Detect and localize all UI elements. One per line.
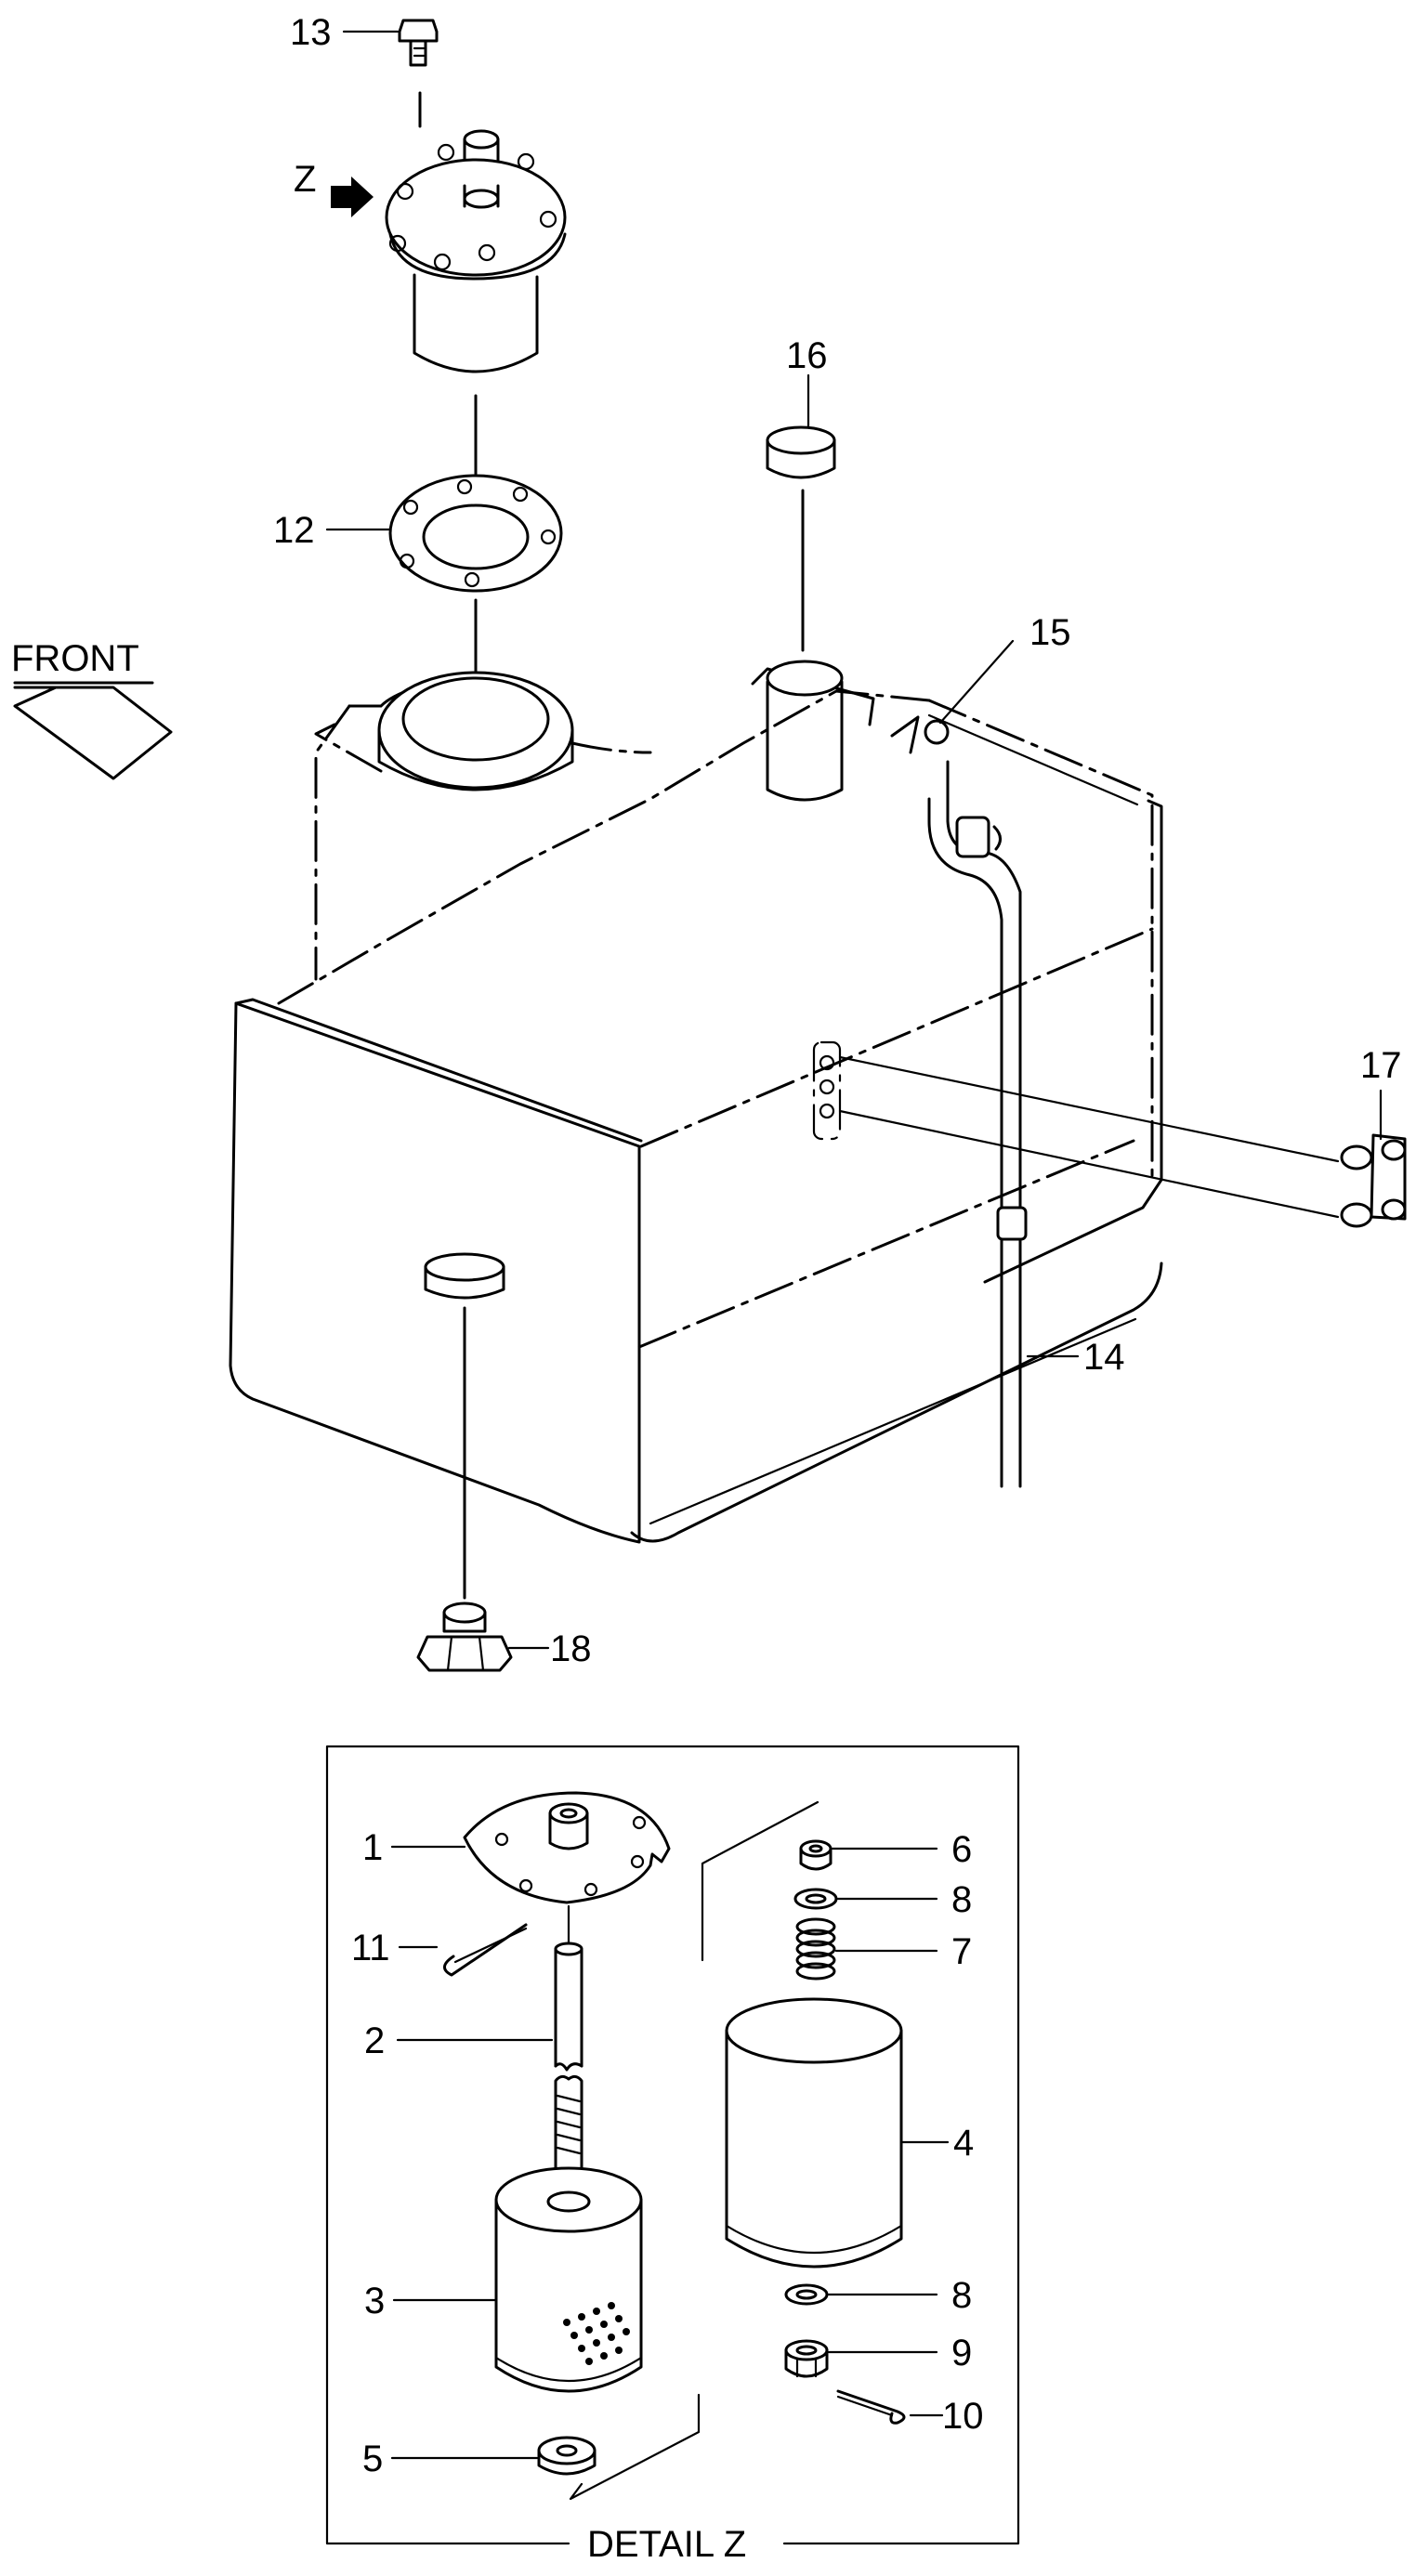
part-12-gasket-icon	[388, 474, 563, 680]
part-5-seat-icon	[537, 2393, 701, 2501]
part-6-valve-cap-icon	[799, 1839, 833, 1871]
leader-15	[938, 639, 1015, 725]
label-8b: 8	[951, 2275, 972, 2316]
label-13: 13	[290, 12, 332, 53]
detail-bracket	[701, 1800, 819, 1962]
part-4-filter-case-icon	[725, 1997, 903, 2269]
hydraulic-tank-icon	[229, 660, 1163, 1544]
label-10: 10	[942, 2396, 984, 2437]
part-13-bolt-icon	[398, 19, 439, 128]
label-4: 4	[953, 2123, 974, 2164]
label-17: 17	[1360, 1045, 1402, 1086]
label-3: 3	[364, 2281, 385, 2321]
part-8-lower-o-ring-icon	[784, 2283, 829, 2306]
label-7: 7	[951, 1931, 972, 1972]
label-6: 6	[951, 1829, 972, 1870]
part-8-o-ring-icon	[793, 1888, 838, 1910]
label-18: 18	[550, 1628, 592, 1669]
label-12: 12	[273, 510, 315, 551]
label-9: 9	[951, 2333, 972, 2373]
label-11: 11	[351, 1928, 390, 1968]
front-arrow-icon	[13, 681, 173, 780]
part-2-rod-icon	[554, 1904, 583, 2174]
part-11-split-pin-icon	[443, 1923, 528, 1977]
part-7-spring-icon	[795, 1917, 836, 1981]
view-z-letter: Z	[294, 159, 316, 200]
label-2: 2	[364, 2020, 385, 2061]
label-8a: 8	[951, 1879, 972, 1920]
view-z-arrow-icon	[331, 177, 374, 217]
part-16-cap-icon	[766, 425, 836, 652]
label-1: 1	[362, 1827, 383, 1868]
part-1-cover-icon	[463, 1791, 671, 1904]
part-9-nut-icon	[784, 2339, 829, 2378]
suction-filter-assembly-icon	[385, 129, 567, 476]
detail-z-frame	[325, 1745, 1020, 2545]
label-5: 5	[362, 2439, 383, 2479]
part-18-drain-plug-icon	[416, 1306, 513, 1672]
front-label: FRONT	[11, 638, 139, 679]
label-16: 16	[786, 335, 828, 376]
part-17-level-gauge-icon	[838, 1055, 1407, 1228]
part-10-split-pin-icon	[836, 2389, 906, 2425]
detail-title: DETAIL Z	[587, 2524, 746, 2565]
label-15: 15	[1029, 612, 1071, 653]
label-14: 14	[1083, 1337, 1125, 1378]
part-3-filter-element-icon	[494, 2166, 643, 2393]
